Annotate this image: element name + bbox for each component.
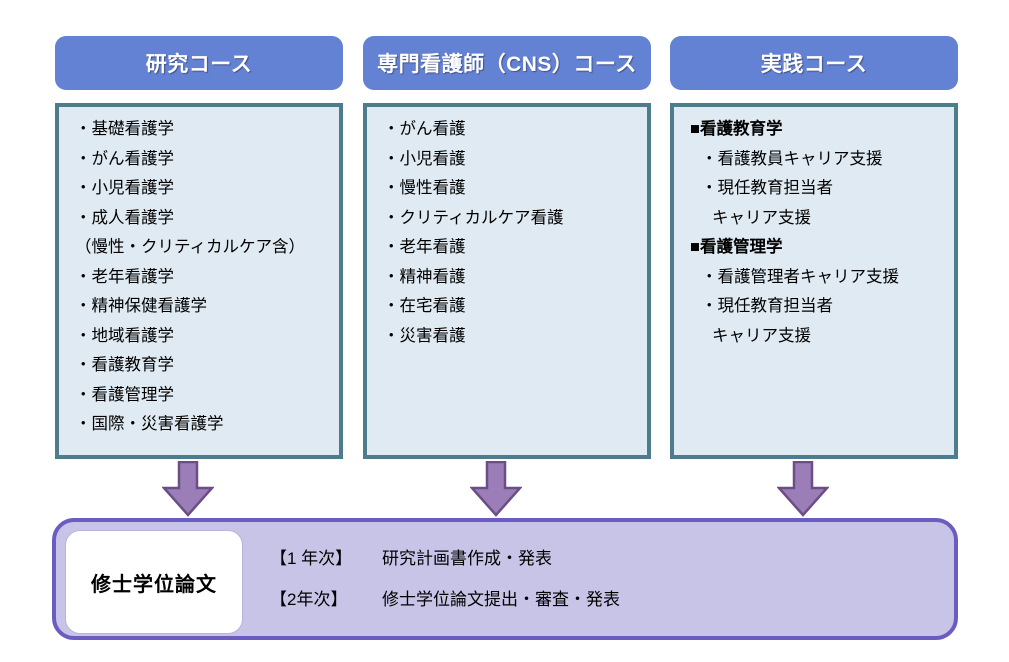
thesis-task-label: 研究計画書作成・発表	[382, 549, 552, 568]
course-item: ・老年看護学	[75, 267, 174, 286]
thesis-task-label: 修士学位論文提出・審査・発表	[382, 590, 620, 609]
course-item: ・看護管理者キャリア支援	[701, 267, 899, 286]
course-item: ・小児看護	[383, 149, 466, 168]
course-item: ・がん看護学	[75, 149, 174, 168]
course-item: ・看護教員キャリア支援	[701, 149, 883, 168]
course-column-cns: 専門看護師（CNS）コース ・がん看護 ・小児看護 ・慢性看護 ・クリティカルケ…	[363, 36, 651, 459]
course-item: ・がん看護	[383, 120, 466, 138]
course-item: ・国際・災害看護学	[75, 415, 224, 433]
course-item-heading: ■看護管理学	[690, 238, 783, 256]
thesis-year-label: 【2年次】	[270, 590, 348, 609]
course-item-continuation: キャリア支援	[712, 208, 811, 227]
course-item: ・看護教育学	[75, 356, 174, 374]
course-item: ・災害看護	[383, 326, 466, 345]
course-item: ・老年看護	[383, 238, 466, 256]
course-item: ・成人看護学	[75, 208, 174, 227]
course-item-heading: ■看護教育学	[690, 120, 783, 138]
thesis-row: 【2年次】 修士学位論文提出・審査・発表	[270, 585, 940, 610]
thesis-schedule-list: 【1 年次】 研究計画書作成・発表 【2年次】 修士学位論文提出・審査・発表	[270, 544, 940, 610]
thesis-title-box: 修士学位論文	[65, 530, 243, 634]
course-item: ・地域看護学	[75, 326, 174, 345]
course-item: ・小児看護学	[75, 179, 174, 197]
course-item: （慢性・クリティカルケア含）	[75, 238, 306, 256]
course-column-practice: 実践コース ■看護教育学 ・看護教員キャリア支援 ・現任教育担当者 キャリア支援…	[670, 36, 958, 459]
course-header-practice: 実践コース	[670, 36, 958, 90]
thesis-row: 【1 年次】 研究計画書作成・発表	[270, 544, 940, 569]
course-body-practice: ■看護教育学 ・看護教員キャリア支援 ・現任教育担当者 キャリア支援 ■看護管理…	[670, 103, 958, 459]
course-item: ・基礎看護学	[75, 120, 174, 138]
course-body-research: ・基礎看護学 ・がん看護学 ・小児看護学 ・成人看護学 （慢性・クリティカルケア…	[55, 103, 343, 459]
course-body-cns: ・がん看護 ・小児看護 ・慢性看護 ・クリティカルケア看護 ・老年看護 ・精神看…	[363, 103, 651, 459]
course-item: ・精神看護	[383, 267, 466, 286]
course-item: ・現任教育担当者	[701, 179, 833, 197]
course-item: ・在宅看護	[383, 297, 466, 315]
arrow-down-icon	[161, 460, 215, 517]
thesis-title: 修士学位論文	[91, 573, 217, 596]
course-header-cns: 専門看護師（CNS）コース	[363, 36, 651, 90]
arrow-down-icon	[776, 460, 830, 517]
thesis-panel: 修士学位論文 【1 年次】 研究計画書作成・発表 【2年次】 修士学位論文提出・…	[52, 518, 958, 640]
arrow-down-icon	[469, 460, 523, 517]
course-header-research: 研究コース	[55, 36, 343, 90]
course-item: ・クリティカルケア看護	[383, 208, 564, 227]
course-item-continuation: キャリア支援	[712, 326, 811, 345]
thesis-year-label: 【1 年次】	[270, 549, 353, 568]
course-item: ・看護管理学	[75, 385, 174, 404]
course-item: ・精神保健看護学	[75, 297, 207, 315]
course-item: ・現任教育担当者	[701, 297, 833, 315]
course-column-research: 研究コース ・基礎看護学 ・がん看護学 ・小児看護学 ・成人看護学 （慢性・クリ…	[55, 36, 343, 459]
course-item: ・慢性看護	[383, 179, 466, 197]
